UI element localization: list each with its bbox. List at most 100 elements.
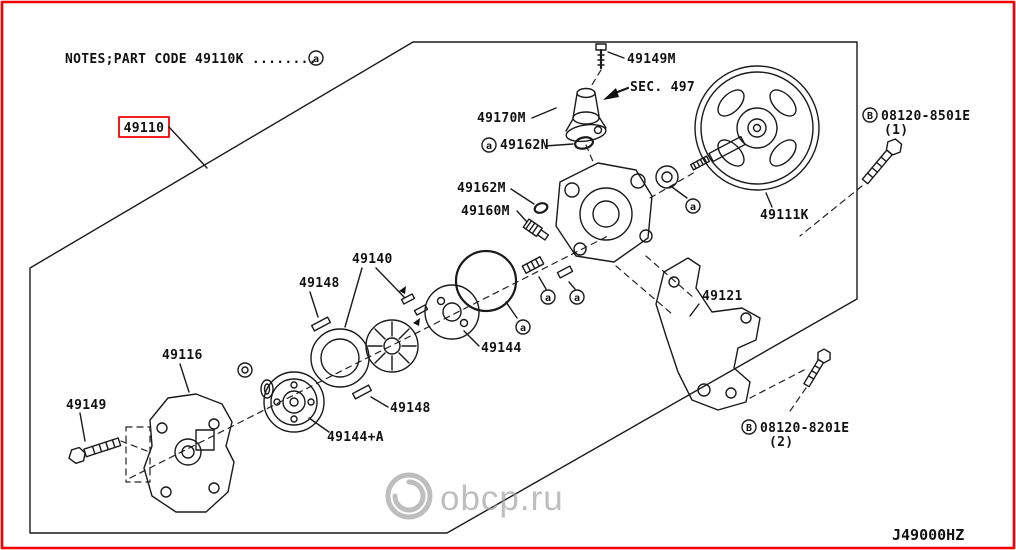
part-label-49121: 49121 xyxy=(702,289,743,304)
marker-a-letter: a xyxy=(574,293,580,304)
part-label-49148-lower: 49148 xyxy=(390,401,431,416)
leader-line xyxy=(531,107,557,119)
connector-49160m-drawing xyxy=(522,218,550,241)
notes: NOTES;PART CODE 49110K ........ a xyxy=(65,50,324,67)
leader-line xyxy=(79,412,86,442)
pin-49148-lower-drawing xyxy=(351,384,373,400)
pulley-49111k-drawing xyxy=(689,65,820,191)
marker-a-letter: a xyxy=(545,293,551,304)
marker-a-icon xyxy=(308,50,324,66)
leader-line xyxy=(765,192,773,208)
marker-a-letter: a xyxy=(486,141,492,152)
part-label-49162n: 49162N xyxy=(500,138,549,153)
callout-49148-upper: 49148 xyxy=(299,276,340,318)
seal-49162m-drawing xyxy=(533,202,549,214)
part-label-49162m: 49162M xyxy=(457,181,506,196)
marker-a-icon xyxy=(515,319,531,335)
diagram-outline xyxy=(29,41,858,534)
watermark: obcp.ru xyxy=(385,472,564,520)
leader-line xyxy=(544,143,574,147)
watermark-logo-icon xyxy=(385,472,433,520)
part-label-49111k: 49111K xyxy=(760,208,809,223)
marker-a-icon xyxy=(685,198,701,214)
marker-a-letter: a xyxy=(690,202,696,213)
callout-49149m: 49149M xyxy=(607,51,676,67)
callout-08120-8201e: B 08120-8201E (2) xyxy=(741,419,849,450)
leader-line xyxy=(568,281,576,290)
leader-line xyxy=(344,267,363,328)
part-label-49149: 49149 xyxy=(66,398,107,413)
callout-49140: 49140 xyxy=(344,252,405,328)
stud-marker-callout-2: a xyxy=(556,265,585,305)
callout-49162n: a 49162N xyxy=(481,137,574,153)
diagram-code: J49000HZ xyxy=(892,526,964,544)
callout-49144a: 49144+A xyxy=(308,417,384,445)
pin-49148-upper-drawing xyxy=(310,316,332,332)
hub-49144a-drawing xyxy=(263,371,325,433)
pump-body-drawing xyxy=(555,162,653,263)
assembly-code-label: 49110 xyxy=(124,121,165,136)
suction-connector-49170m-drawing xyxy=(565,87,607,143)
washer-ring-drawings xyxy=(237,362,274,399)
callout-49144: 49144 xyxy=(463,330,522,356)
bolt-qty-1: (1) xyxy=(884,123,908,138)
leader-line xyxy=(510,188,535,205)
bolt-qty-2: (2) xyxy=(769,435,793,450)
bolt-08120-8201e-drawing xyxy=(803,348,831,388)
stud-marker-callout-1: a xyxy=(521,256,556,305)
part-label-08120-8501e: 08120-8501E xyxy=(881,109,970,124)
part-label-49144a: 49144+A xyxy=(327,430,384,445)
watermark-text: obcp.ru xyxy=(440,479,564,518)
marker-b-letter: B xyxy=(867,111,873,122)
callout-49162m: 49162M xyxy=(457,181,535,205)
leader-line xyxy=(179,363,190,393)
sec-497-label: SEC. 497 xyxy=(630,80,695,95)
part-label-49116: 49116 xyxy=(162,348,203,363)
callout-49116: 49116 xyxy=(162,348,203,393)
leader-line xyxy=(309,291,319,318)
side-plate-49144-drawing xyxy=(424,284,480,340)
part-label-49160m: 49160M xyxy=(461,204,510,219)
o-ring-49162n-drawing xyxy=(574,136,594,150)
bolt-08120-8501e-drawing xyxy=(861,138,903,185)
leader-line xyxy=(505,301,518,319)
callout-49121: 49121 xyxy=(689,289,743,317)
part-label-49148-upper: 49148 xyxy=(299,276,340,291)
leader-line xyxy=(308,417,330,433)
part-label-49144: 49144 xyxy=(481,341,522,356)
leader-line xyxy=(607,51,625,59)
o-ring-callout: a xyxy=(454,249,531,335)
leader-line xyxy=(671,186,688,199)
leader-line xyxy=(689,303,700,317)
sec-arrow-icon xyxy=(603,88,619,100)
bracket-49121-drawing xyxy=(655,257,761,411)
part-label-49140: 49140 xyxy=(352,252,393,267)
bolt-49149-drawing xyxy=(68,437,122,464)
screw-49149m-drawing xyxy=(595,43,607,70)
shaft-seal-drawing xyxy=(655,165,679,189)
part-label-49149m: 49149M xyxy=(627,52,676,67)
callout-49148-lower: 49148 xyxy=(370,396,431,416)
callout-49160m: 49160M xyxy=(461,204,528,223)
leader-line xyxy=(516,210,528,223)
marker-a-icon xyxy=(540,289,556,305)
marker-a-icon xyxy=(481,137,497,153)
o-ring-drawing xyxy=(454,249,518,313)
marker-b-letter: B xyxy=(746,423,752,434)
part-label-49170m: 49170M xyxy=(477,111,526,126)
marker-b-icon xyxy=(741,419,757,435)
bracket-49116-drawing xyxy=(125,393,235,513)
callout-49149: 49149 xyxy=(66,398,107,442)
sec-497-reference: SEC. 497 xyxy=(603,80,695,100)
assembly-code-callout: 49110 xyxy=(118,116,208,169)
marker-a-letter: a xyxy=(313,54,319,65)
callout-49170m: 49170M xyxy=(477,107,557,126)
notes-text: NOTES;PART CODE 49110K ........ xyxy=(65,52,317,67)
leader-line xyxy=(463,330,480,347)
leader-line xyxy=(538,276,547,290)
part-label-08120-8201e: 08120-8201E xyxy=(760,421,849,436)
leader-line xyxy=(370,396,389,408)
watermark-logo-swirl xyxy=(392,479,426,513)
